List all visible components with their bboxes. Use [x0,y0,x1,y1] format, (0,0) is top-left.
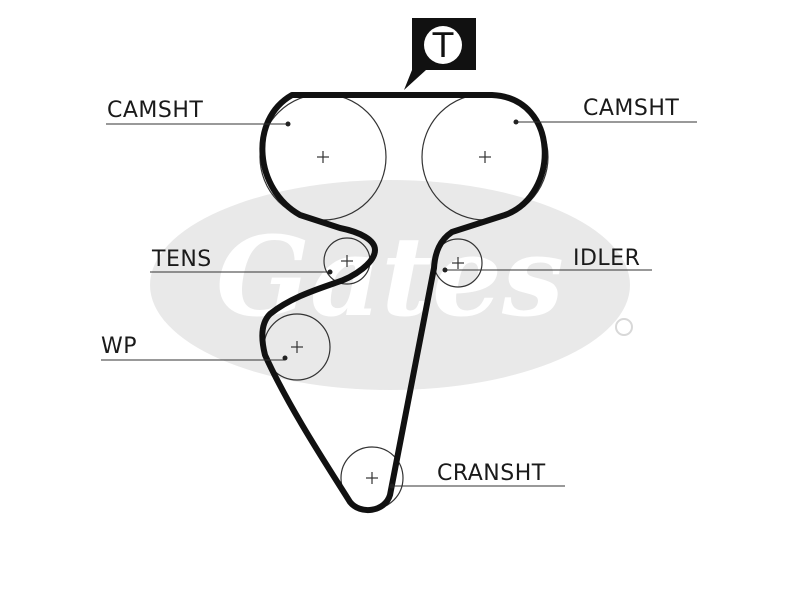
timing-belt [259,92,548,513]
timing-mark-label: T [432,26,454,66]
label-idler: IDLER [573,246,640,271]
registered-mark-icon [615,318,633,336]
label-tensioner: TENS [151,247,212,272]
watermark-brand-text: Gates [216,212,564,341]
leader-lines [101,119,697,489]
timing-mark: T [404,18,476,90]
label-water-pump: WP [101,334,137,359]
gates-watermark: Gates [150,180,633,390]
label-camshaft-left: CAMSHT [107,98,203,123]
label-crankshaft: CRANSHT [437,461,546,486]
label-camshaft-right: CAMSHT [583,96,679,121]
timing-mark-circle [424,26,462,64]
